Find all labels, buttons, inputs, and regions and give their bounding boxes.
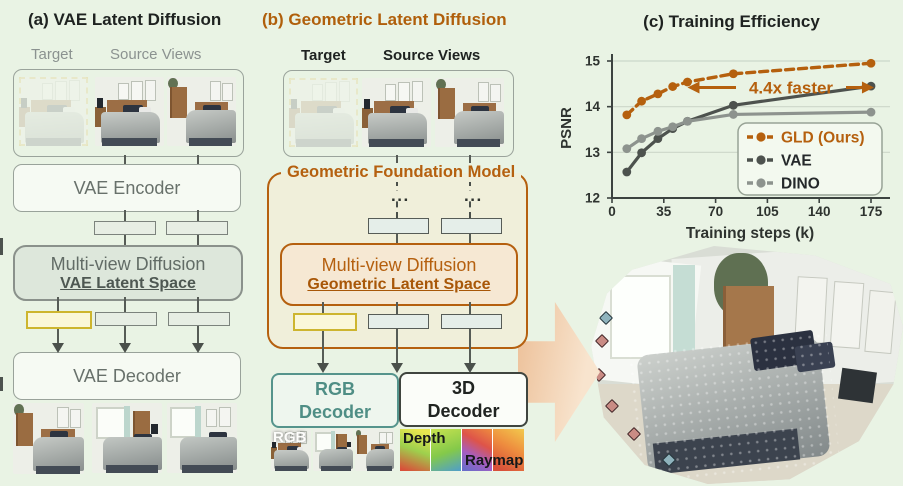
svg-text:GLD (Ours): GLD (Ours) xyxy=(781,130,865,147)
panel-a-input-image-box xyxy=(13,69,244,157)
geometric-foundation-model-label: Geometric Foundation Model xyxy=(281,163,522,182)
vae-decoder-box: VAE Decoder xyxy=(13,352,241,400)
svg-text:175: 175 xyxy=(860,204,883,219)
output-image xyxy=(167,403,237,473)
target-latent-token xyxy=(26,311,92,329)
3d-decoder-label-line2: Decoder xyxy=(427,400,500,421)
down-arrow-icon xyxy=(390,363,403,373)
panel-a-target-label: Target xyxy=(31,46,73,63)
latent-token xyxy=(441,314,502,329)
panel-b-target-label: Target xyxy=(301,47,346,64)
output-image xyxy=(92,403,162,473)
source-view-image xyxy=(362,78,431,147)
wall-frame xyxy=(829,280,865,349)
mv-diffusion-box-a: Multi-view Diffusion VAE Latent Space xyxy=(13,245,243,301)
down-arrow-icon xyxy=(316,363,329,373)
svg-text:13: 13 xyxy=(585,145,601,160)
down-arrow-icon xyxy=(191,343,204,353)
vae-encoder-label: VAE Encoder xyxy=(73,177,181,198)
depth-raymap-strip xyxy=(400,429,524,471)
panel-b-source-views-label: Source Views xyxy=(383,47,481,64)
svg-text:Training steps (k): Training steps (k) xyxy=(686,225,814,242)
mv-diffusion-title: Multi-view Diffusion xyxy=(321,255,477,275)
rgb-decoder-label-line2: Decoder xyxy=(298,401,372,422)
svg-text:140: 140 xyxy=(808,204,831,219)
svg-text:VAE: VAE xyxy=(781,153,812,170)
rgb-output-image xyxy=(355,429,394,471)
rgb-strip-label: RGB xyxy=(273,429,307,446)
geometric-latent-space-label: Geometric Latent Space xyxy=(307,276,491,293)
svg-text:DINO: DINO xyxy=(781,176,820,193)
3d-decoder-box: 3D Decoder xyxy=(399,372,528,427)
target-latent-token xyxy=(293,313,357,331)
latent-token xyxy=(368,218,429,234)
depth-map-image xyxy=(431,429,461,471)
ellipsis: ... xyxy=(389,186,412,205)
down-arrow-icon xyxy=(463,363,476,373)
rgb-decoder-box: RGB Decoder xyxy=(271,373,399,428)
depth-label: Depth xyxy=(403,430,446,447)
panel-b-title: (b) Geometric Latent Diffusion xyxy=(262,10,507,29)
svg-text:12: 12 xyxy=(585,191,600,206)
3d-decoder-label-line1: 3D xyxy=(451,378,475,398)
latent-token xyxy=(168,312,230,326)
source-view-image xyxy=(95,77,164,146)
ellipsis: ... xyxy=(462,186,485,205)
raymap-image xyxy=(462,429,492,471)
latent-token xyxy=(95,312,157,326)
latent-token xyxy=(94,221,156,235)
rgb-output-image xyxy=(313,429,353,471)
panel-a-source-views-label: Source Views xyxy=(110,46,202,63)
edge-artifact xyxy=(0,377,3,391)
target-image xyxy=(19,77,88,146)
vae-decoder-label: VAE Decoder xyxy=(73,365,181,386)
panel-c-title: (c) Training Efficiency xyxy=(643,12,820,31)
latent-token xyxy=(166,221,228,235)
svg-text:35: 35 xyxy=(656,204,672,219)
mv-diffusion-title: Multi-view Diffusion xyxy=(50,253,206,274)
wall-frame xyxy=(864,290,897,354)
rgb-output-image xyxy=(271,429,311,471)
raymap-image xyxy=(493,429,524,471)
source-view-image xyxy=(435,78,504,147)
svg-text:70: 70 xyxy=(708,204,723,219)
3d-scene-render xyxy=(591,246,903,484)
mv-diffusion-box-b: Multi-view Diffusion Geometric Latent Sp… xyxy=(280,243,518,306)
target-image xyxy=(289,78,358,147)
source-view-image xyxy=(167,77,236,146)
latent-token xyxy=(441,218,502,234)
svg-text:14: 14 xyxy=(585,99,601,114)
vae-encoder-box: VAE Encoder xyxy=(13,164,241,212)
svg-text:15: 15 xyxy=(585,54,601,69)
svg-text:4.4x faster: 4.4x faster xyxy=(749,78,833,97)
raymap-label: Raymap xyxy=(465,452,524,469)
flow-arrow xyxy=(518,302,600,442)
panel-a-title: (a) VAE Latent Diffusion xyxy=(28,10,222,29)
edge-artifact xyxy=(0,238,3,255)
down-arrow-icon xyxy=(51,343,64,353)
vae-latent-space-label: VAE Latent Space xyxy=(60,274,196,292)
panel-b-input-image-box xyxy=(283,70,514,157)
output-image xyxy=(13,403,84,474)
down-arrow-icon xyxy=(118,343,131,353)
latent-token xyxy=(368,314,429,329)
depth-map-image xyxy=(400,429,430,471)
rgb-decoder-label-line1: RGB xyxy=(315,379,355,399)
svg-text:PSNR: PSNR xyxy=(560,107,575,149)
window xyxy=(610,274,671,360)
svg-text:105: 105 xyxy=(756,204,779,219)
svg-text:0: 0 xyxy=(608,204,616,219)
